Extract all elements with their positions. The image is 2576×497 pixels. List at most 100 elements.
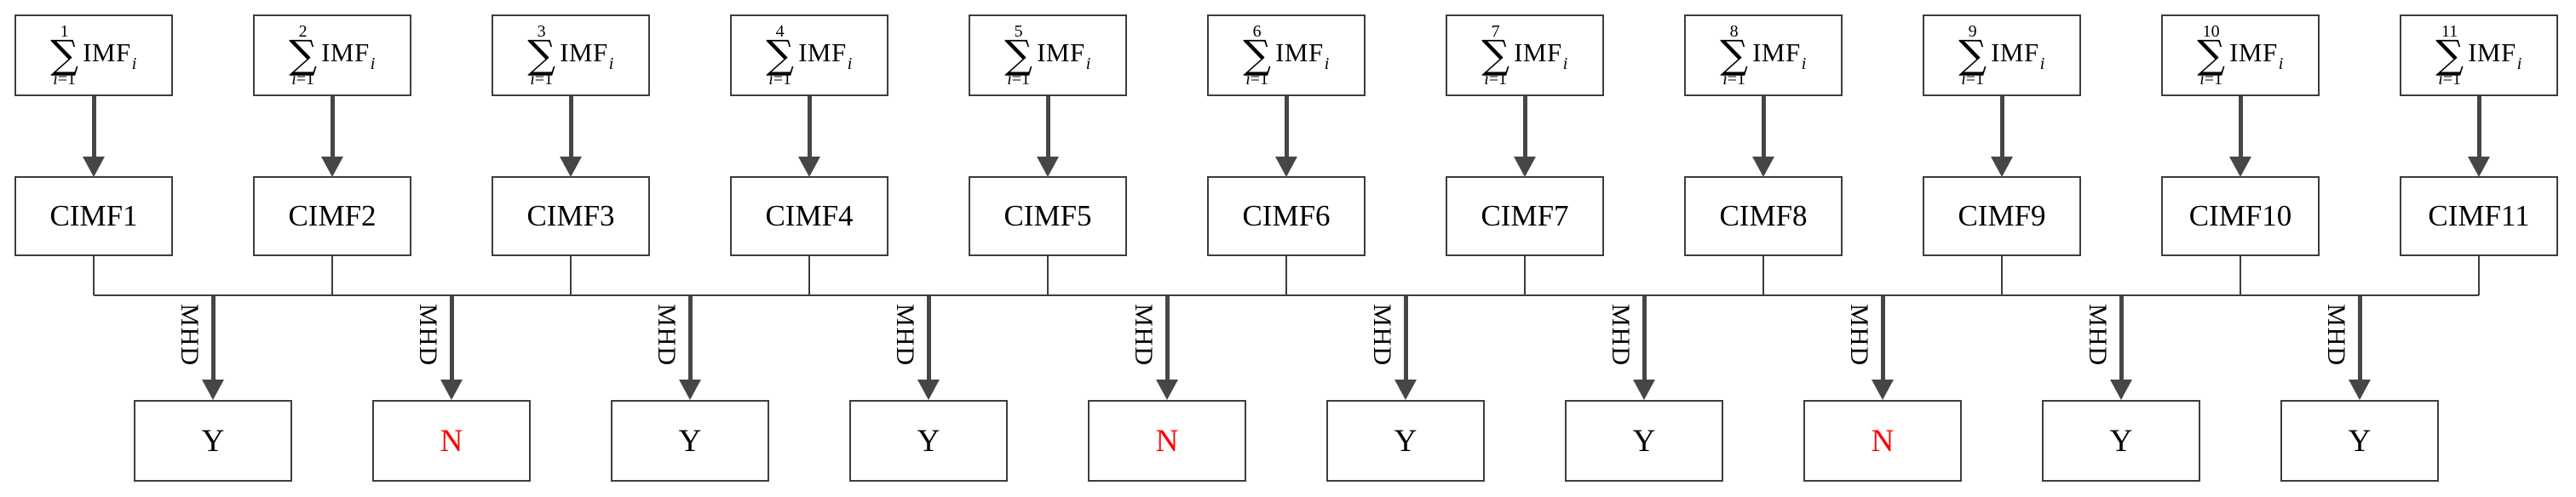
lower-rest: =1 bbox=[1488, 70, 1508, 89]
sigma-symbol: ∑ bbox=[50, 31, 79, 77]
imf-column-4: 4 ∑ i=1 IMFi CIMF4 bbox=[730, 0, 888, 497]
down-arrow-head bbox=[2229, 157, 2251, 177]
imf-subscript: i bbox=[2516, 54, 2522, 73]
imf-term: IMFi bbox=[560, 37, 614, 74]
mhd-label: MHD bbox=[2322, 304, 2350, 367]
cimf-label: CIMF11 bbox=[2428, 199, 2530, 232]
down-arrow-shaft bbox=[330, 96, 335, 157]
lower-var: i bbox=[1245, 70, 1251, 89]
sum-formula: 1 ∑ i=1 IMFi bbox=[50, 23, 137, 88]
lower-var: i bbox=[1007, 70, 1012, 89]
sum-lower-limit: i=1 bbox=[530, 71, 553, 88]
result-group-2: MHD N bbox=[372, 0, 531, 497]
imf-term: IMFi bbox=[321, 37, 376, 74]
imf-column-2: 2 ∑ i=1 IMFi CIMF2 bbox=[253, 0, 411, 497]
cimf-box-11: CIMF11 bbox=[2400, 176, 2558, 256]
sum-formula: 11 ∑ i=1 IMFi bbox=[2435, 23, 2522, 88]
sum-imf-box-10: 10 ∑ i=1 IMFi bbox=[2161, 14, 2320, 96]
lower-var: i bbox=[768, 70, 773, 89]
down-arrow-head bbox=[1275, 157, 1297, 177]
imf-text: IMF bbox=[83, 37, 131, 67]
sum-lower-limit: i=1 bbox=[53, 71, 76, 88]
sum-imf-box-11: 11 ∑ i=1 IMFi bbox=[2400, 14, 2558, 96]
connector-stub bbox=[331, 255, 333, 295]
down-arrow-head bbox=[798, 157, 820, 177]
mhd-arrow-shaft bbox=[210, 296, 216, 380]
cimf-label: CIMF1 bbox=[49, 199, 138, 232]
imf-column-9: 9 ∑ i=1 IMFi CIMF9 bbox=[1923, 0, 2081, 497]
result-label: N bbox=[440, 423, 463, 459]
down-arrow-head bbox=[1514, 157, 1536, 177]
cimf-label: CIMF2 bbox=[288, 199, 377, 232]
mhd-arrow-shaft bbox=[1880, 296, 1885, 380]
down-arrow-head bbox=[560, 157, 582, 177]
lower-rest: =1 bbox=[1250, 70, 1269, 89]
sum-upper-limit: 6 bbox=[1252, 21, 1262, 41]
imf-text: IMF bbox=[2468, 37, 2516, 67]
mhd-arrow-shaft bbox=[687, 296, 693, 380]
cimf-label: CIMF8 bbox=[1719, 199, 1808, 232]
imf-subscript: i bbox=[370, 54, 376, 73]
imf-term: IMFi bbox=[798, 37, 853, 74]
mhd-arrow-shaft bbox=[2357, 296, 2362, 380]
imf-text: IMF bbox=[1991, 37, 2039, 67]
sum-formula: 7 ∑ i=1 IMFi bbox=[1481, 23, 1568, 88]
down-arrow-head bbox=[83, 157, 105, 177]
connector-stub bbox=[1524, 255, 1526, 295]
cimf-label: CIMF4 bbox=[765, 199, 854, 232]
mhd-arrow-shaft bbox=[1642, 296, 1647, 380]
sigma-symbol: ∑ bbox=[1958, 31, 1987, 77]
sum-formula: 10 ∑ i=1 IMFi bbox=[2197, 23, 2284, 88]
imf-column-5: 5 ∑ i=1 IMFi CIMF5 bbox=[969, 0, 1127, 497]
imf-term: IMFi bbox=[83, 37, 137, 74]
sum-imf-box-3: 3 ∑ i=1 IMFi bbox=[492, 14, 650, 96]
imf-subscript: i bbox=[131, 54, 137, 73]
sum-formula: 8 ∑ i=1 IMFi bbox=[1720, 23, 1807, 88]
down-arrow-shaft bbox=[1999, 96, 2004, 157]
cimf-label: CIMF5 bbox=[1003, 199, 1092, 232]
sum-imf-box-2: 2 ∑ i=1 IMFi bbox=[253, 14, 411, 96]
result-label: N bbox=[1871, 423, 1895, 459]
lower-var: i bbox=[2199, 70, 2205, 89]
sum-upper-limit: 3 bbox=[537, 21, 546, 41]
result-group-5: MHD N bbox=[1088, 0, 1246, 497]
lower-rest: =1 bbox=[2442, 70, 2462, 89]
imf-term: IMFi bbox=[1275, 37, 1330, 74]
lower-rest: =1 bbox=[57, 70, 77, 89]
mhd-arrow-head bbox=[1156, 380, 1178, 400]
connector-stub bbox=[1047, 255, 1049, 295]
connector-stub bbox=[2001, 255, 2003, 295]
sigma-symbol: ∑ bbox=[766, 31, 795, 77]
result-box-4: Y bbox=[849, 400, 1008, 482]
cimf-box-7: CIMF7 bbox=[1446, 176, 1604, 256]
lower-var: i bbox=[1961, 70, 1966, 89]
sum-upper-limit: 9 bbox=[1968, 21, 1977, 41]
sum-lower-limit: i=1 bbox=[1007, 71, 1030, 88]
imf-column-1: 1 ∑ i=1 IMFi CIMF1 bbox=[14, 0, 173, 497]
lower-var: i bbox=[530, 70, 535, 89]
imf-column-7: 7 ∑ i=1 IMFi CIMF7 bbox=[1446, 0, 1604, 497]
sum-formula: 3 ∑ i=1 IMFi bbox=[527, 23, 614, 88]
sum-lower-limit: i=1 bbox=[1722, 71, 1745, 88]
result-box-10: Y bbox=[2280, 400, 2439, 482]
cimf-label: CIMF3 bbox=[526, 199, 615, 232]
imf-term: IMFi bbox=[1991, 37, 2045, 74]
lower-rest: =1 bbox=[1011, 70, 1031, 89]
sum-lower-limit: i=1 bbox=[1484, 71, 1507, 88]
result-group-3: MHD Y bbox=[611, 0, 769, 497]
imf-subscript: i bbox=[1085, 54, 1091, 73]
result-box-5: N bbox=[1088, 400, 1246, 482]
result-label: Y bbox=[917, 423, 940, 459]
result-group-1: MHD Y bbox=[134, 0, 292, 497]
mhd-arrow-head bbox=[1872, 380, 1894, 400]
result-group-9: MHD Y bbox=[2042, 0, 2200, 497]
result-box-3: Y bbox=[611, 400, 769, 482]
result-group-8: MHD N bbox=[1803, 0, 1962, 497]
result-label: Y bbox=[1394, 423, 1417, 459]
sum-upper-limit: 8 bbox=[1729, 21, 1739, 41]
connector-stub bbox=[93, 255, 95, 295]
mhd-arrow-shaft bbox=[2119, 296, 2124, 380]
result-label: Y bbox=[2348, 423, 2372, 459]
sigma-symbol: ∑ bbox=[527, 31, 556, 77]
imf-subscript: i bbox=[1324, 54, 1330, 73]
